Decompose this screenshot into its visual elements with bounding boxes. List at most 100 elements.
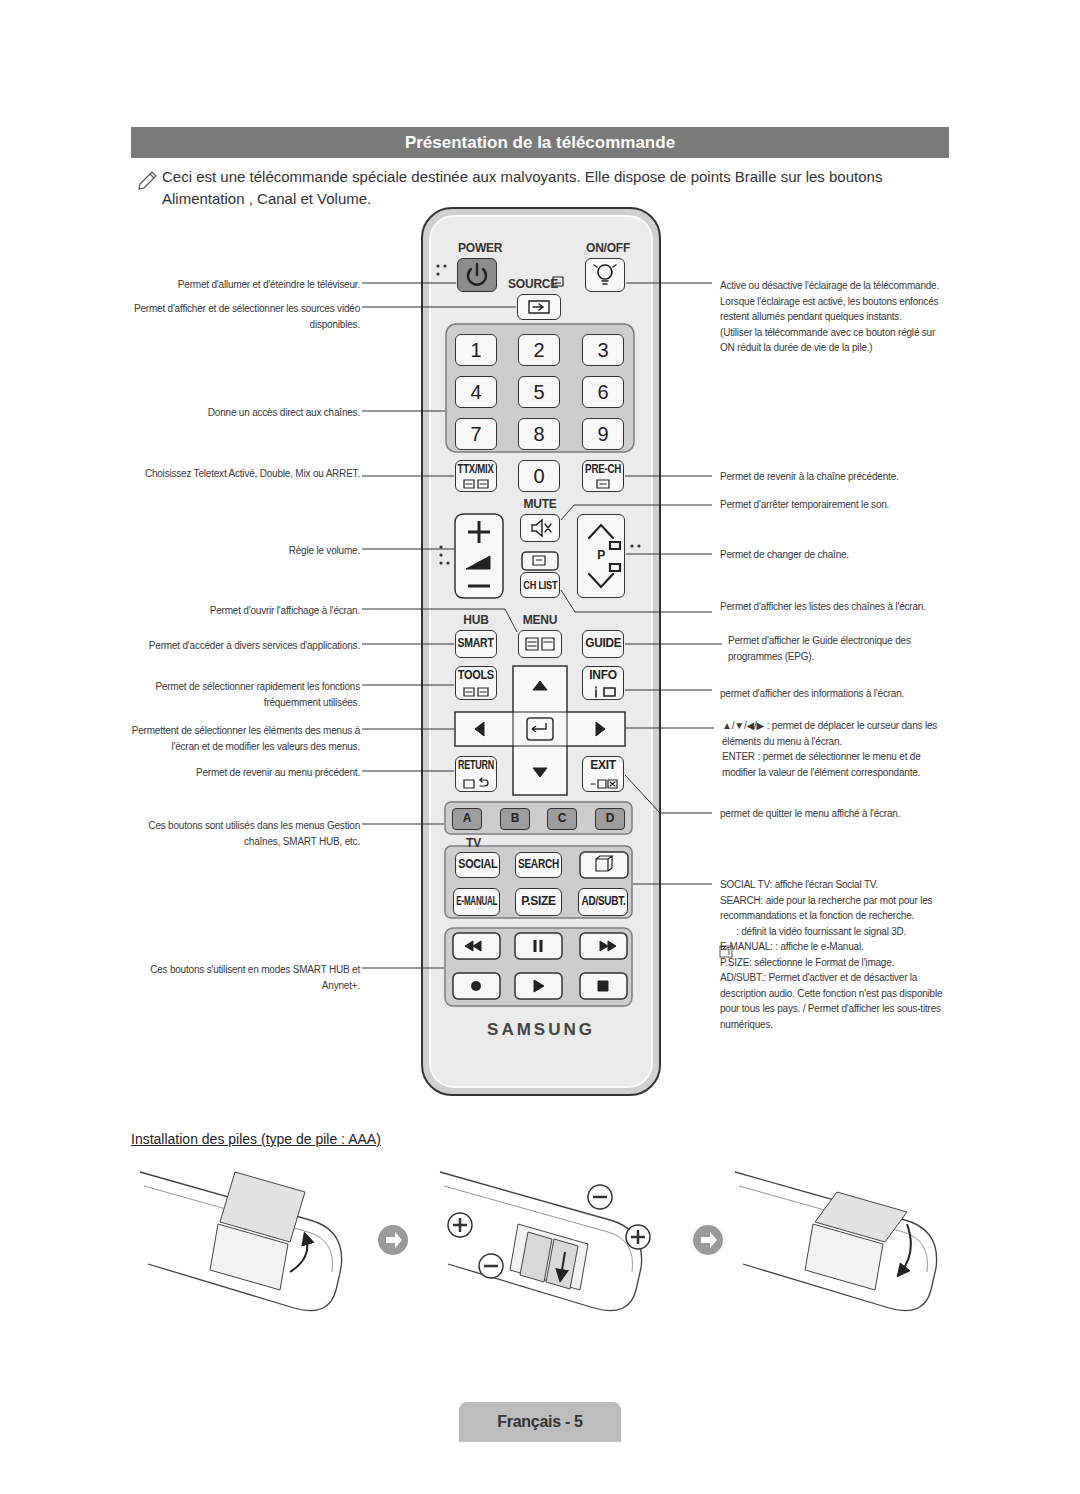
button-label: 0 xyxy=(534,465,545,488)
leader-line xyxy=(362,729,454,730)
graphic xyxy=(591,780,617,788)
leader-line xyxy=(625,644,722,645)
graphic xyxy=(901,1224,911,1272)
callout-text: Permet d'accéder à divers services d'app… xyxy=(128,638,360,654)
button-label: Français - 5 xyxy=(497,1413,582,1431)
graphic xyxy=(533,681,547,690)
callout-text: Ces boutons sont utilisés dans les menus… xyxy=(128,818,360,849)
remote-button: 8 xyxy=(518,418,560,450)
callout-text: Permet de sélectionner rapidement les fo… xyxy=(128,679,360,710)
graphic xyxy=(529,301,549,313)
remote-button: 6 xyxy=(582,376,624,408)
leader-line xyxy=(625,775,712,813)
button xyxy=(522,552,558,570)
button xyxy=(580,973,627,999)
braille-dot xyxy=(637,544,640,547)
callout-text: Donne un accès direct aux chaînes. xyxy=(128,405,360,421)
leader-line xyxy=(626,728,714,729)
leader-line xyxy=(362,968,444,969)
callout-text: Active ou désactive l'éclairage de la té… xyxy=(720,278,945,325)
button-label: B xyxy=(511,812,519,826)
button-label: SMART xyxy=(458,637,494,651)
graphic xyxy=(220,1172,305,1242)
remote-button: GUIDE xyxy=(582,630,624,658)
graphic xyxy=(596,722,605,736)
graphic xyxy=(735,1172,937,1311)
graphic xyxy=(533,768,547,777)
callout-text: Règle le volume. xyxy=(128,543,360,559)
graphic xyxy=(533,556,545,565)
button-label: 2 xyxy=(534,339,545,362)
battery-step xyxy=(735,1172,937,1311)
button xyxy=(453,933,500,959)
callout-text: ▲/▼/◀/▶ : permet de déplacer le curseur … xyxy=(722,718,946,749)
graphic xyxy=(701,1232,717,1248)
remote-button: HUBSMART xyxy=(455,630,497,658)
callout-text: AD/SUBT.: Permet d'activer et de désacti… xyxy=(720,970,945,1032)
button-heading: POWER xyxy=(458,241,496,255)
button-icon xyxy=(585,258,625,292)
callout-text: E-MANUAL: : affiche le e-Manual. xyxy=(720,939,945,955)
button-label: 9 xyxy=(598,423,609,446)
button-label: GUIDE xyxy=(585,637,621,651)
button-label: C xyxy=(558,812,566,826)
note: Ceci est une télécommande spéciale desti… xyxy=(162,166,902,210)
graphic xyxy=(464,688,488,696)
button-label: 4 xyxy=(471,381,482,404)
button-icon xyxy=(457,258,497,292)
graphic xyxy=(594,265,616,284)
remote-button: 0 xyxy=(518,460,560,492)
callout-text: permet de quitter le menu affiché à l'éc… xyxy=(720,806,945,822)
button-label: EXIT xyxy=(590,759,615,773)
button-label: 1 xyxy=(471,339,482,362)
remote-button: 3 xyxy=(582,334,624,366)
graphic xyxy=(471,981,481,991)
graphic xyxy=(440,1172,642,1311)
graphic xyxy=(468,585,490,588)
remote-button: 5 xyxy=(518,376,560,408)
leader-line xyxy=(362,824,444,825)
button-heading: MUTE xyxy=(521,497,559,511)
remote-button: MUTE xyxy=(520,514,560,542)
graphic xyxy=(597,480,609,488)
graphic xyxy=(422,208,660,1095)
graphic xyxy=(600,941,616,951)
graphic xyxy=(596,687,615,697)
graphic xyxy=(140,1172,342,1311)
button-group xyxy=(445,846,632,918)
graphic xyxy=(693,1225,723,1255)
graphic xyxy=(510,1224,588,1290)
remote-button: 7 xyxy=(455,418,497,450)
callout-text: P.SIZE: sélectionne le Format de l'image… xyxy=(720,955,945,971)
leader-line xyxy=(362,283,456,284)
button-label: 3 xyxy=(598,339,609,362)
callout-text: ENTER : permet de sélectionner le menu e… xyxy=(722,749,946,780)
remote-button: MENU xyxy=(518,630,562,658)
callout-text: Permettent de sélectionner les éléments … xyxy=(118,723,360,754)
graphic xyxy=(535,940,541,952)
braille-dot xyxy=(630,544,633,547)
title-band xyxy=(131,127,949,158)
graphic xyxy=(815,1192,907,1242)
leader-line xyxy=(626,283,712,284)
button-label: P.SIZE xyxy=(521,895,556,909)
button-group xyxy=(446,324,634,452)
graphic xyxy=(466,556,490,569)
graphic xyxy=(532,520,551,536)
callout-text: : définit la vidéo fournissant le signal… xyxy=(736,924,946,940)
remote-button: SEARCH xyxy=(515,852,562,878)
battery-step xyxy=(440,1172,642,1311)
button-group xyxy=(445,928,632,1006)
remote-button: PRE-CH xyxy=(582,460,624,492)
graphic xyxy=(626,1225,650,1249)
button-heading: MENU xyxy=(519,613,561,627)
button-label: AD/SUBT. xyxy=(581,895,625,909)
button-icon xyxy=(518,630,562,658)
remote-button: ON/OFF xyxy=(585,258,625,292)
braille-dot xyxy=(446,561,449,564)
braille-dot xyxy=(439,553,442,556)
callout-text: Ces boutons s'utilisent en modes SMART H… xyxy=(128,962,360,993)
graphic xyxy=(362,208,722,1095)
polarity-mark xyxy=(448,1213,472,1237)
callout-text: Permet de revenir au menu précédent. xyxy=(128,765,360,781)
